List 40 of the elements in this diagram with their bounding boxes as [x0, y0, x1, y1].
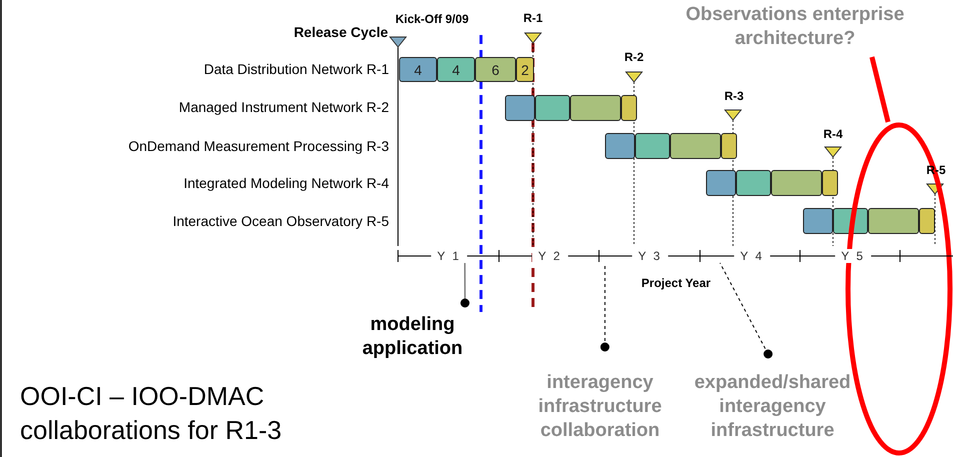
milestone-label: R-3	[724, 89, 744, 103]
gantt-bar-segment	[736, 170, 771, 196]
gantt-bar-segment: 6	[475, 57, 516, 82]
milestone-label: R-4	[823, 127, 843, 141]
leader-line	[870, 56, 890, 123]
milestone-label: Kick-Off 9/09	[395, 12, 469, 26]
axis-tick-label: Y 5	[835, 249, 871, 263]
gantt-bar-segment	[670, 133, 721, 159]
slide-heading: OOI-CI – IOO-DMAC collaborations for R1-3	[20, 380, 283, 447]
gantt-bar-segment	[771, 170, 822, 196]
gantt-bar-segment	[535, 95, 570, 121]
gantt-bar-segment	[605, 133, 635, 159]
gantt-bar-segment	[822, 170, 838, 196]
axis-tick-label: Y 4	[734, 249, 770, 263]
gantt-bar-segment	[621, 95, 637, 121]
gantt-bar-segment	[570, 95, 621, 121]
axis-tick-label: Y 3	[632, 249, 668, 263]
row-label: Integrated Modeling Network R-4	[184, 175, 389, 191]
gantt-bar-segment	[635, 133, 670, 159]
gantt-bar-segment	[706, 170, 736, 196]
gantt-bar-segment	[803, 208, 833, 234]
row-label: OnDemand Measurement Processing R-3	[128, 138, 389, 154]
milestone-label: R-2	[624, 50, 644, 64]
leader-line	[460, 263, 470, 308]
annotation-text: Observations enterprise architecture?	[660, 3, 930, 57]
axis-title: Project Year	[641, 276, 711, 290]
gantt-bar-segment: 2	[516, 57, 534, 82]
milestone-label: R-1	[523, 11, 543, 25]
row-label: Data Distribution Network R-1	[204, 61, 389, 77]
column-heading: Release Cycle	[294, 24, 388, 40]
gantt-bar-segment	[505, 95, 535, 121]
row-label: Interactive Ocean Observatory R-5	[172, 213, 389, 229]
gantt-bar-segment: 4	[399, 57, 437, 82]
gantt-bar-segment: 4	[437, 57, 475, 82]
annotation-text: modeling application	[340, 303, 485, 361]
leader-line	[720, 262, 773, 358]
axis-tick-label: Y 1	[431, 249, 467, 263]
row-label: Managed Instrument Network R-2	[178, 99, 389, 115]
axis-tick-label: Y 2	[532, 249, 568, 263]
gantt-bar-segment	[721, 133, 737, 159]
